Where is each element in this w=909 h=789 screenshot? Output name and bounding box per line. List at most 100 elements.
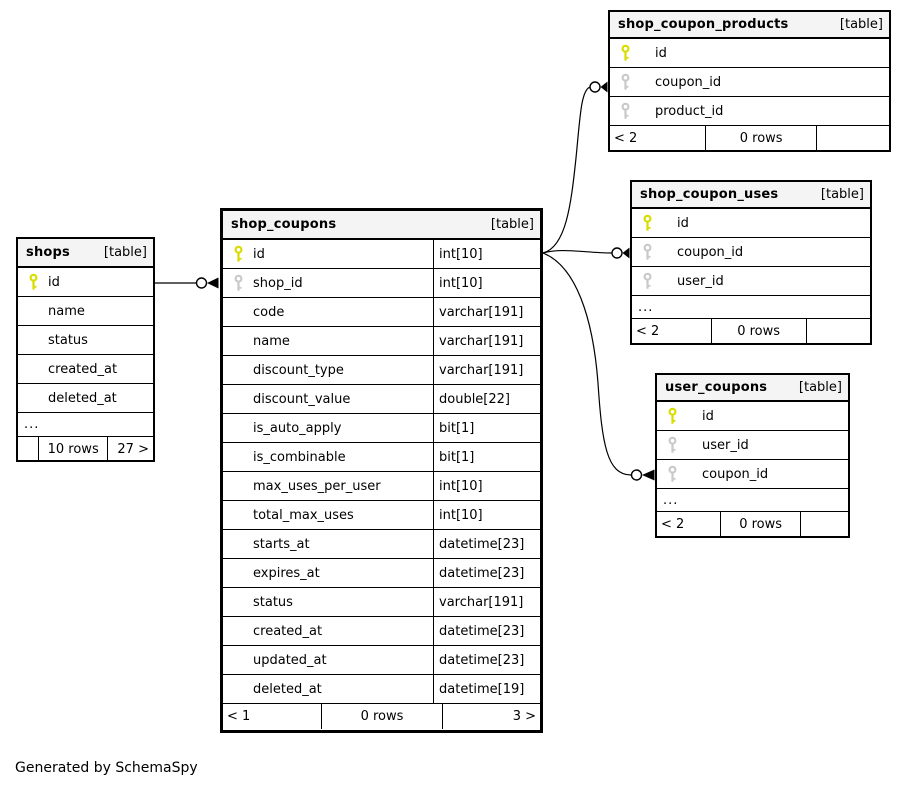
- column-name: id: [655, 45, 667, 61]
- footer-children-cell: [805, 319, 870, 343]
- column-name: id: [702, 408, 714, 424]
- column-row-user_id: user_id: [657, 431, 848, 460]
- primary-key-icon: [233, 245, 244, 263]
- more-columns-ellipsis: ...: [657, 489, 848, 512]
- column-row-id: id: [610, 39, 889, 68]
- column-row-coupon_id: coupon_id: [610, 68, 889, 97]
- column-name: user_id: [702, 437, 749, 453]
- column-type: varchar[191]: [433, 588, 540, 616]
- column-name: coupon_id: [702, 466, 769, 482]
- footer-rowcount-cell: 0 rows: [710, 319, 806, 343]
- column-row-id: id: [18, 268, 153, 297]
- foreign-key-icon: [233, 274, 244, 292]
- footer-parents-cell: < 2: [614, 130, 638, 146]
- column-row-discount_value: discount_value double[22]: [223, 385, 540, 414]
- column-type: int[10]: [433, 501, 540, 529]
- primary-key-icon: [642, 214, 653, 232]
- column-row-status: status: [18, 326, 153, 355]
- table-tag: [table]: [839, 17, 883, 32]
- column-name: total_max_uses: [253, 507, 354, 523]
- column-row-expires_at: expires_at datetime[23]: [223, 559, 540, 588]
- table-header[interactable]: shop_coupon_products [table]: [610, 12, 889, 39]
- column-name: user_id: [677, 273, 724, 289]
- table-footer: < 2 0 rows: [657, 512, 848, 536]
- column-name: starts_at: [253, 536, 310, 552]
- table-tag: [table]: [103, 245, 147, 260]
- column-type: varchar[191]: [433, 356, 540, 384]
- column-name: discount_value: [253, 391, 351, 407]
- column-type: varchar[191]: [433, 327, 540, 355]
- footer-parents-cell: < 2: [661, 516, 685, 532]
- column-name: name: [253, 333, 290, 349]
- primary-key-icon: [620, 44, 631, 62]
- column-name: created_at: [48, 361, 118, 377]
- table-header[interactable]: shops [table]: [18, 239, 153, 268]
- column-type: double[22]: [433, 385, 540, 413]
- column-type: datetime[23]: [433, 530, 540, 558]
- column-name: discount_type: [253, 362, 344, 378]
- table-name[interactable]: shop_coupons: [231, 217, 337, 232]
- relationship-shop_coupons-shop_coupon_products: [542, 81, 608, 254]
- column-type: bit[1]: [433, 414, 540, 442]
- column-row-starts_at: starts_at datetime[23]: [223, 530, 540, 559]
- table-header[interactable]: shop_coupons[table]: [223, 211, 540, 240]
- column-name: max_uses_per_user: [253, 478, 381, 494]
- column-name: id: [48, 274, 60, 290]
- foreign-key-icon: [620, 102, 631, 120]
- table-header[interactable]: user_coupons [table]: [657, 375, 848, 402]
- more-columns-ellipsis: ...: [18, 413, 153, 437]
- footer-children-cell: [816, 126, 889, 150]
- table-header[interactable]: shop_coupon_uses [table]: [632, 182, 870, 209]
- column-row-coupon_id: coupon_id: [657, 460, 848, 489]
- column-type: datetime[19]: [433, 675, 540, 703]
- column-type: datetime[23]: [433, 617, 540, 645]
- footer-parents-cell: [18, 437, 38, 461]
- column-row-user_id: user_id: [632, 267, 870, 296]
- column-row-name: name varchar[191]: [223, 327, 540, 356]
- foreign-key-icon: [620, 73, 631, 91]
- column-type: varchar[191]: [433, 298, 540, 326]
- column-name: status: [48, 332, 88, 348]
- table-name[interactable]: shop_coupon_products: [618, 17, 789, 32]
- table-name[interactable]: shops: [26, 245, 70, 260]
- column-name: expires_at: [253, 565, 320, 581]
- column-row-total_max_uses: total_max_uses int[10]: [223, 501, 540, 530]
- foreign-key-icon: [642, 243, 653, 261]
- column-name: id: [253, 246, 265, 262]
- footer-parents-cell: < 2: [636, 323, 660, 339]
- column-name: is_auto_apply: [253, 420, 342, 436]
- table-node-shop-coupon-uses[interactable]: shop_coupon_uses [table] id coupon_id user_i…: [630, 180, 872, 345]
- primary-key-icon: [667, 407, 678, 425]
- column-row-deleted_at: deleted_at: [18, 384, 153, 413]
- column-row-name: name: [18, 297, 153, 326]
- primary-key-icon: [28, 273, 39, 291]
- foreign-key-icon: [642, 272, 653, 290]
- column-row-id: id: [632, 209, 870, 238]
- column-row-coupon_id: coupon_id: [632, 238, 870, 267]
- column-type: datetime[23]: [433, 559, 540, 587]
- footer-rowcount-cell: 0 rows: [720, 512, 800, 536]
- footer-rowcount-cell: 0 rows: [704, 126, 817, 150]
- table-tag: [table]: [798, 380, 842, 395]
- column-row-discount_type: discount_type varchar[191]: [223, 356, 540, 385]
- footer-children-cell: 3 >: [441, 704, 540, 729]
- generated-by-note: Generated by SchemaSpy: [15, 760, 198, 776]
- table-name[interactable]: shop_coupon_uses: [640, 187, 779, 202]
- table-name[interactable]: user_coupons: [665, 380, 768, 395]
- relationship-shop_coupons-shop_coupon_uses: [542, 247, 630, 259]
- column-type: int[10]: [433, 240, 540, 268]
- column-type: datetime[23]: [433, 646, 540, 674]
- table-node-user-coupons[interactable]: user_coupons [table] id user_id coupon_id...…: [655, 373, 850, 538]
- column-name: id: [677, 215, 689, 231]
- relationship-shops-shop_coupons: [155, 277, 219, 289]
- table-tag: [table]: [820, 187, 864, 202]
